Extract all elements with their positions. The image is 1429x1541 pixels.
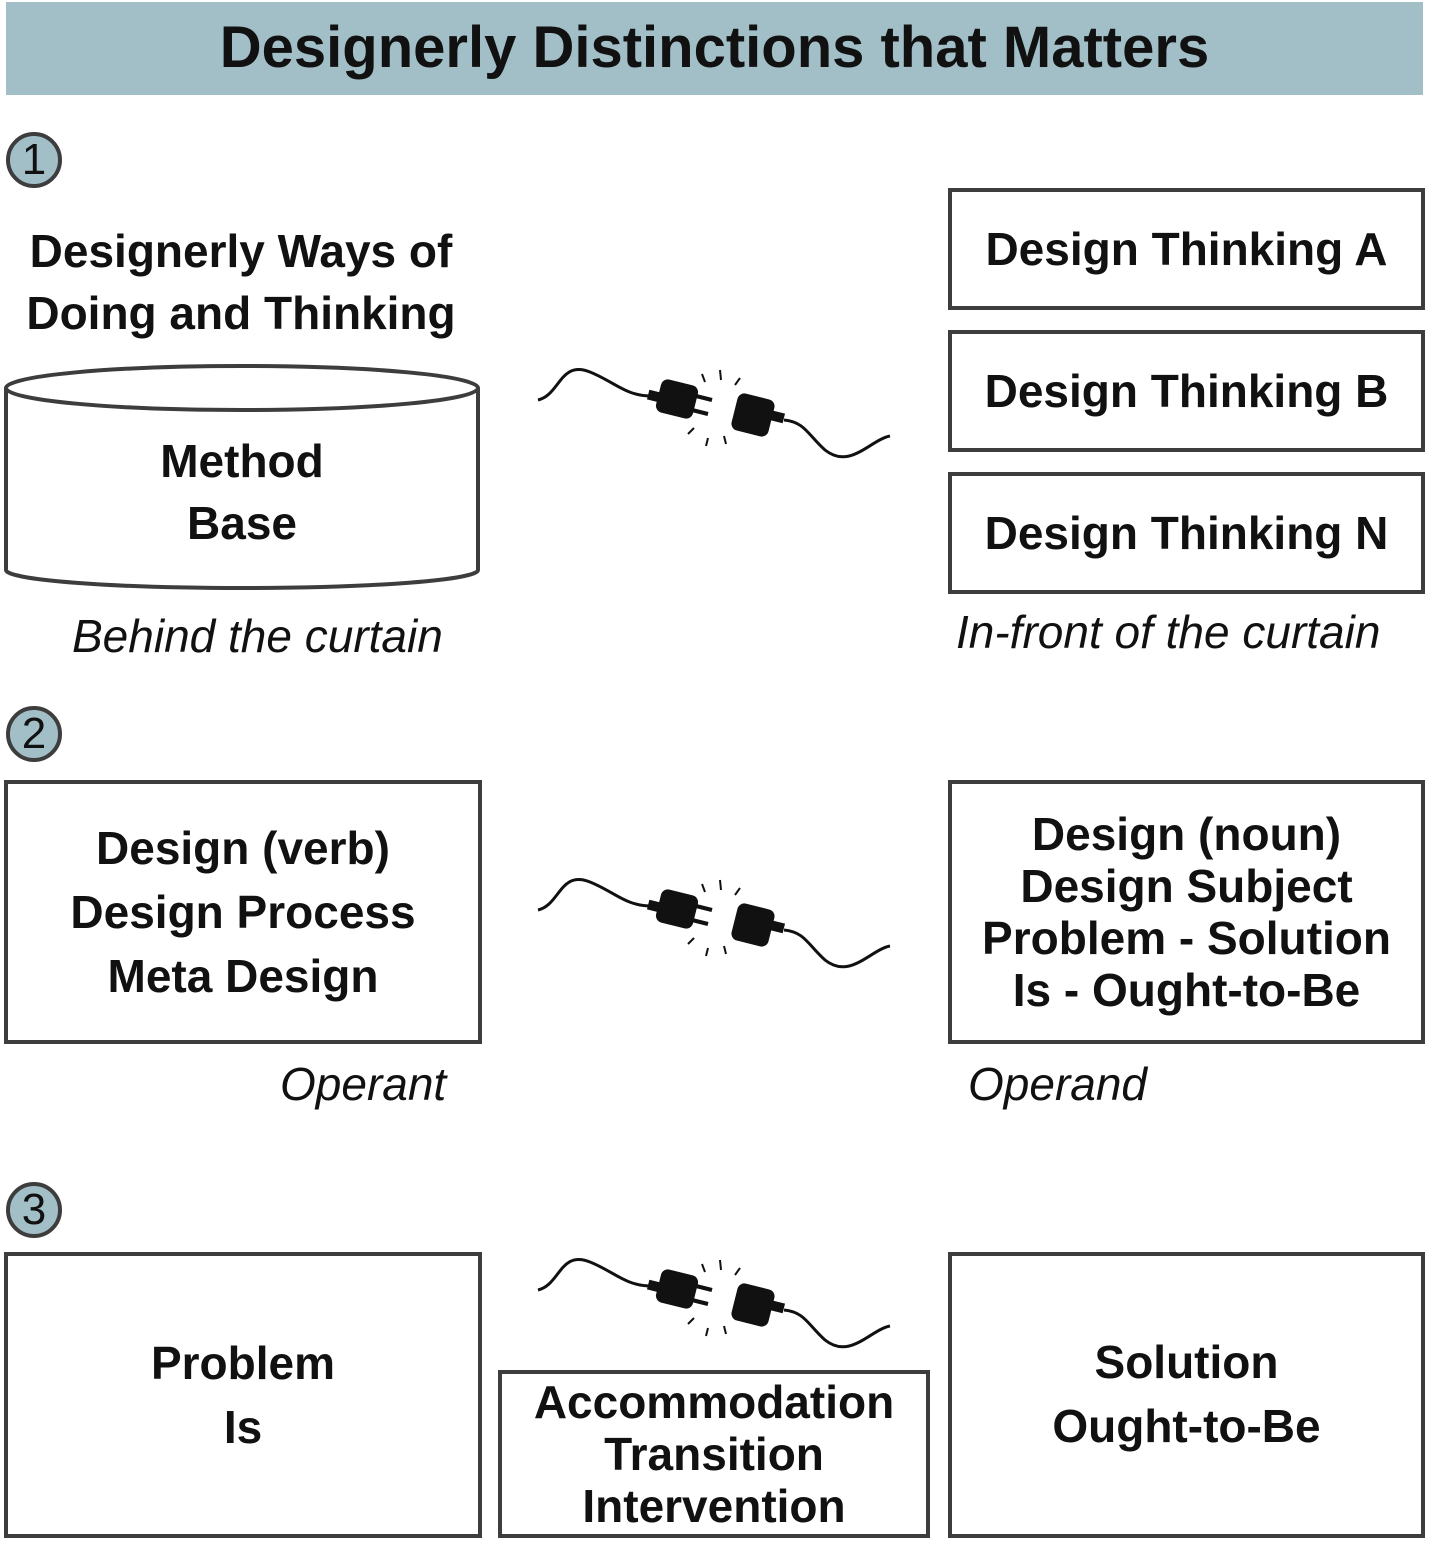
design-noun-box: Design (noun) Design Subject Problem - S… xyxy=(948,780,1425,1044)
plug-socket-icon xyxy=(537,1258,891,1349)
box-line: Design Process xyxy=(70,886,416,938)
in-front-curtain-caption: In-front of the curtain xyxy=(956,606,1381,658)
box-line: Design (verb) xyxy=(96,822,390,874)
page-title: Designerly Distinctions that Matters xyxy=(219,15,1210,80)
design-verb-box: Design (verb) Design Process Meta Design xyxy=(4,780,482,1044)
operant-caption: Operant xyxy=(280,1058,447,1110)
operand-caption: Operand xyxy=(968,1058,1148,1110)
box-line: Is xyxy=(223,1401,263,1453)
box-label: Design Thinking B xyxy=(984,365,1389,417)
design-thinking-b-box: Design Thinking B xyxy=(948,330,1425,452)
box-line: Design (noun) xyxy=(1031,808,1342,860)
section-number-2: 2 xyxy=(6,706,62,762)
box-line: Accommodation xyxy=(533,1376,895,1428)
box-line: Ought-to-Be xyxy=(1052,1400,1321,1452)
ways-heading-line: Designerly Ways of xyxy=(29,225,453,277)
section-number-3: 3 xyxy=(6,1182,62,1238)
section-number-1: 1 xyxy=(6,132,62,188)
cylinder-line: Base xyxy=(187,497,297,549)
method-base-label: Method Base xyxy=(6,430,478,554)
box-line: Intervention xyxy=(582,1480,846,1532)
ways-heading: Designerly Ways of Doing and Thinking xyxy=(10,220,472,344)
plug-socket-icon xyxy=(537,878,891,969)
design-thinking-n-box: Design Thinking N xyxy=(948,472,1425,594)
plug-socket-icon xyxy=(537,368,891,459)
box-label: Design Thinking A xyxy=(985,223,1388,275)
box-line: Problem - Solution xyxy=(982,912,1391,964)
box-line: Transition xyxy=(604,1428,824,1480)
box-line: Solution xyxy=(1094,1336,1279,1388)
box-line: Meta Design xyxy=(107,950,379,1002)
design-thinking-a-box: Design Thinking A xyxy=(948,188,1425,310)
method-base-cylinder xyxy=(4,364,480,590)
accommodation-box: Accommodation Transition Intervention xyxy=(498,1370,930,1538)
cylinder-line: Method xyxy=(160,435,324,487)
solution-box: Solution Ought-to-Be xyxy=(948,1252,1425,1538)
box-line: Problem xyxy=(150,1337,336,1389)
box-line: Is - Ought-to-Be xyxy=(1012,964,1361,1016)
behind-curtain-caption: Behind the curtain xyxy=(72,610,443,662)
problem-box: Problem Is xyxy=(4,1252,482,1538)
box-line: Design Subject xyxy=(1020,860,1353,912)
box-label: Design Thinking N xyxy=(984,507,1389,559)
ways-heading-line: Doing and Thinking xyxy=(26,287,456,339)
title-banner: Designerly Distinctions that Matters xyxy=(6,2,1423,95)
